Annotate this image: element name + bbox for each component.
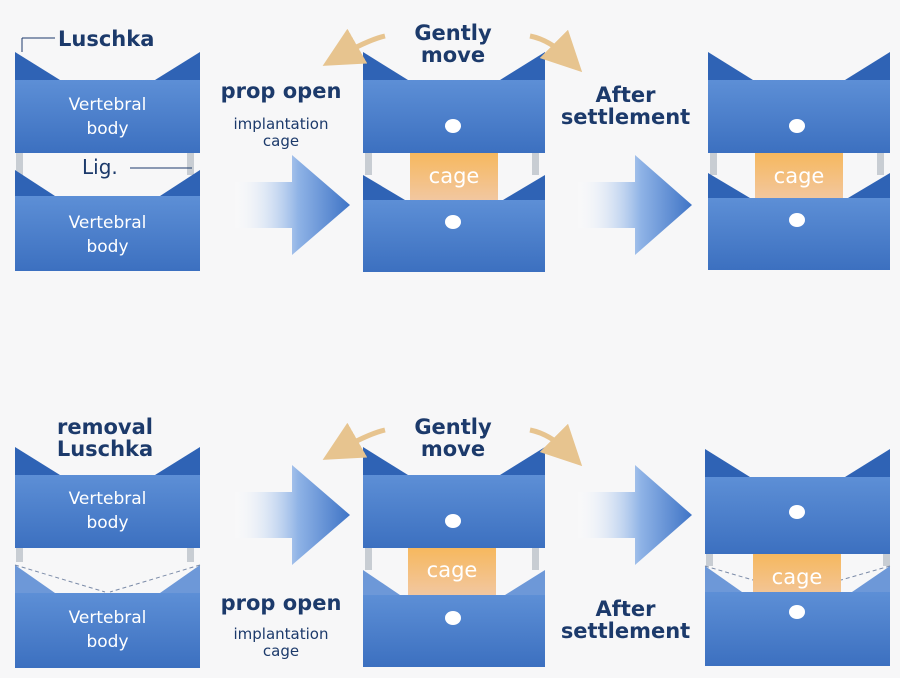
bottom-row-panel-3	[704, 449, 891, 666]
ligament-label: Lig.	[82, 155, 118, 179]
screw-hole	[445, 119, 461, 133]
ligament-post	[365, 153, 372, 175]
screw-hole	[789, 605, 805, 619]
ligament-post	[532, 548, 539, 570]
bottom-row-panel-2	[322, 422, 583, 667]
gently-move-arrow-left	[322, 422, 386, 460]
lower-vertebral-body	[705, 592, 890, 666]
luschka-process	[155, 447, 200, 475]
removed-luschka	[705, 566, 742, 592]
ligament-post	[16, 153, 23, 175]
cage-label: cage	[426, 558, 478, 582]
lower-vertebral-body	[363, 595, 545, 667]
luschka-process	[500, 447, 545, 475]
luschka-process	[363, 175, 405, 200]
luschka-process	[15, 447, 60, 475]
luschka-process	[845, 52, 890, 80]
top-row-panel-1	[15, 37, 200, 271]
ligament-post	[365, 548, 372, 570]
ligament-post	[187, 548, 194, 562]
ligament-post	[706, 554, 713, 566]
prop-open-arrow	[235, 155, 350, 255]
cage-implant	[408, 548, 496, 595]
cage-label: cage	[773, 164, 825, 188]
cage-implant	[755, 153, 843, 200]
after-settlement-arrow	[578, 155, 692, 255]
removal-line	[704, 565, 754, 581]
bottom-row-panel-1	[14, 447, 201, 668]
ligament-post	[187, 153, 194, 175]
removal-line	[14, 564, 106, 593]
prop-open-label: prop open	[220, 591, 342, 615]
removal-line	[840, 565, 891, 581]
prop-open-label: prop open	[220, 79, 342, 103]
ligament-post	[532, 153, 539, 175]
luschka-process	[503, 175, 545, 200]
upper-vertebral-body	[708, 80, 890, 153]
cage-implant	[410, 153, 498, 200]
screw-hole	[789, 505, 805, 519]
cage-label: cage	[428, 164, 480, 188]
lower-vertebral-body	[15, 196, 200, 271]
ligament-post	[877, 153, 884, 175]
gently-move-arrow-right	[529, 29, 583, 73]
luschka-process	[155, 52, 200, 80]
removed-luschka	[160, 565, 200, 593]
ligament-post	[883, 554, 890, 566]
gently-move-arrow-left	[322, 28, 386, 66]
luschka-process	[160, 170, 200, 196]
lower-vertebral-body	[363, 200, 545, 272]
luschka-process	[705, 449, 750, 477]
gently-move-arrow-right	[529, 423, 583, 467]
screw-hole	[789, 213, 805, 227]
lower-vertebral-body	[15, 593, 200, 668]
luschka-process	[708, 173, 750, 198]
upper-vertebral-body	[15, 475, 200, 548]
lower-vertebral-body	[708, 198, 890, 270]
luschka-process	[15, 52, 60, 80]
luschka-process	[15, 170, 55, 196]
top-row-panel-3	[708, 52, 890, 270]
ligament-post	[710, 153, 717, 175]
upper-vertebral-body	[363, 80, 545, 153]
luschka-process	[708, 52, 753, 80]
prop-open-arrow	[235, 465, 350, 565]
screw-hole	[445, 611, 461, 625]
luschka-label: Luschka	[58, 27, 155, 51]
removal-line	[109, 564, 201, 593]
removed-luschka	[505, 570, 545, 595]
luschka-process	[848, 173, 890, 198]
screw-hole	[445, 514, 461, 528]
removed-luschka	[363, 570, 400, 595]
removed-luschka	[15, 565, 55, 593]
screw-hole	[445, 215, 461, 229]
removed-luschka	[852, 566, 890, 592]
luschka-process	[363, 447, 408, 475]
after-settlement-arrow	[578, 465, 692, 565]
upper-vertebral-body	[15, 80, 200, 153]
luschka-process	[845, 449, 890, 477]
screw-hole	[789, 119, 805, 133]
luschka-process	[500, 52, 545, 80]
luschka-process	[363, 52, 408, 80]
top-row-panel-2	[322, 28, 583, 272]
ligament-post	[16, 548, 23, 562]
cage-label: cage	[771, 565, 823, 589]
upper-vertebral-body	[363, 475, 545, 548]
